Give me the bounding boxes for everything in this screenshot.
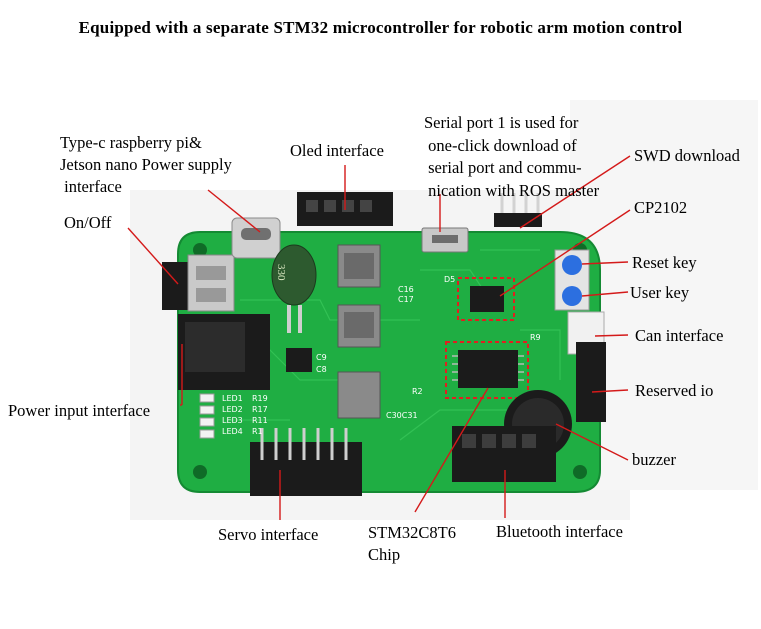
label-swd: SWD download bbox=[634, 146, 740, 165]
silk-led1: LED1 bbox=[222, 394, 243, 403]
cp2102-highlight-box bbox=[457, 277, 515, 321]
label-serial: Serial port 1 is used for one-click down… bbox=[424, 112, 599, 202]
silk-led4: LED4 bbox=[222, 427, 243, 436]
label-typec-line2: Jetson nano Power supply bbox=[60, 155, 232, 174]
silk-r2: R2 bbox=[412, 387, 423, 396]
silk-c17: C17 bbox=[398, 295, 414, 304]
label-cp2102: CP2102 bbox=[634, 198, 688, 217]
stm32-highlight-box bbox=[445, 341, 529, 399]
leader-lines bbox=[127, 155, 631, 520]
label-serial-line1: Serial port 1 is used for bbox=[424, 113, 579, 132]
power-ic bbox=[286, 348, 312, 372]
label-stm32-line1: STM32C8T6 bbox=[368, 523, 457, 542]
label-typec: Type-c raspberry pi& Jetson nano Power s… bbox=[60, 132, 232, 198]
silk-r17: R17 bbox=[252, 405, 268, 414]
page-title: Equipped with a separate STM32 microcont… bbox=[78, 18, 683, 37]
label-stm32-line2: Chip bbox=[368, 545, 401, 564]
servo-header bbox=[250, 442, 362, 496]
label-servo: Servo interface bbox=[218, 525, 319, 544]
label-can: Can interface bbox=[635, 326, 724, 345]
label-serial-line2: one-click download of bbox=[424, 135, 577, 155]
reset-button bbox=[562, 255, 582, 275]
capacitor bbox=[271, 244, 317, 306]
label-reset: Reset key bbox=[632, 253, 697, 272]
cp2102-chip bbox=[470, 286, 504, 312]
silk-c8: C8 bbox=[316, 365, 327, 374]
label-bluetooth: Bluetooth interface bbox=[496, 522, 623, 541]
label-user: User key bbox=[630, 283, 690, 302]
label-typec-line1: Type-c raspberry pi& bbox=[60, 133, 202, 152]
silk-led2: LED2 bbox=[222, 405, 243, 414]
silk-r1: R1 bbox=[252, 427, 263, 436]
silk-r11: R11 bbox=[252, 416, 268, 425]
silk-led3: LED3 bbox=[222, 416, 243, 425]
reserved-io-header bbox=[576, 342, 606, 422]
label-onoff: On/Off bbox=[64, 213, 112, 232]
stm32-chip bbox=[458, 350, 518, 388]
swd-header bbox=[494, 213, 542, 227]
label-serial-line3: serial port and commu- bbox=[424, 158, 582, 177]
inductor-3 bbox=[337, 371, 381, 419]
capacitor-marking: 330 bbox=[275, 264, 287, 281]
label-stm32: STM32C8T6 Chip bbox=[368, 522, 456, 566]
silk-d5: D5 bbox=[444, 275, 455, 284]
label-buzzer: buzzer bbox=[632, 450, 676, 469]
silk-r9: R9 bbox=[530, 333, 541, 342]
silk-c30c31: C30C31 bbox=[386, 411, 418, 420]
label-power: Power input interface bbox=[8, 401, 151, 420]
silk-c9: C9 bbox=[316, 353, 327, 362]
label-reserved: Reserved io bbox=[635, 381, 714, 400]
user-button bbox=[562, 286, 582, 306]
label-oled: Oled interface bbox=[290, 141, 384, 160]
label-serial-line4: nication with ROS master bbox=[424, 180, 600, 200]
onoff-switch bbox=[162, 262, 190, 310]
silk-r19: R19 bbox=[252, 394, 268, 403]
silk-c16: C16 bbox=[398, 285, 414, 294]
label-typec-line3: interface bbox=[60, 177, 122, 196]
status-leds bbox=[199, 393, 215, 439]
